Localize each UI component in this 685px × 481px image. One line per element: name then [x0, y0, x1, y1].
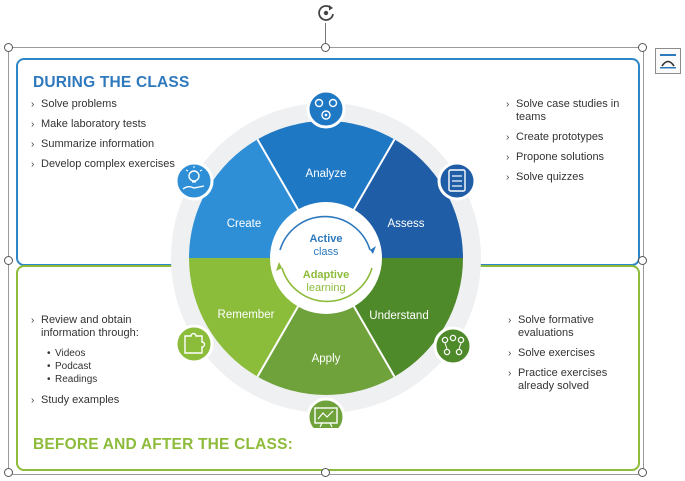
list-item: ›Solve exercises	[508, 347, 596, 359]
list-item: ›Make laboratory tests	[31, 118, 147, 130]
list-item: ›Summarize information	[31, 138, 155, 150]
during-class-title: DURING THE CLASS	[33, 74, 190, 91]
before-left-list-2: ›Study examples	[31, 394, 181, 407]
list-item: ›Develop complex exercises	[31, 158, 175, 170]
network-people-icon	[433, 326, 473, 366]
resize-handle-top[interactable]	[321, 43, 330, 52]
before-left-list: ›Review and obtain information through:	[31, 314, 181, 340]
list-item: ›Solve case studies in teams	[506, 98, 620, 123]
whiteboard-icon	[306, 397, 346, 428]
resize-handle-bottom-left[interactable]	[4, 468, 13, 477]
list-item: ›Study examples	[31, 394, 120, 406]
resize-handle-top-right[interactable]	[638, 43, 647, 52]
arrow-green	[281, 267, 373, 303]
before-sub-list: •Videos •Podcast •Readings	[47, 347, 181, 386]
label-apply: Apply	[312, 353, 341, 365]
center-active: Active	[309, 233, 342, 245]
center-adaptive: Adaptive	[303, 269, 349, 281]
before-right-list: ›Solve formative evaluations ›Solve exer…	[508, 314, 626, 400]
resize-handle-left[interactable]	[4, 256, 13, 265]
label-remember: Remember	[218, 309, 275, 321]
wedge-analyze	[257, 121, 395, 258]
list-item: ›Propone solutions	[506, 151, 605, 163]
resize-handle-top-left[interactable]	[4, 43, 13, 52]
team-gear-icon	[306, 89, 346, 129]
resize-handle-bottom-right[interactable]	[638, 468, 647, 477]
list-item: ›Review and obtain information through:	[31, 314, 139, 339]
resize-handle-right[interactable]	[638, 256, 647, 265]
before-left-block: ›Review and obtain information through: …	[31, 314, 181, 414]
rotate-handle-icon[interactable]	[316, 3, 336, 23]
sub-list-item: •Readings	[47, 374, 98, 385]
learning-wheel: Active class Adaptive learning Analyze A…	[171, 89, 481, 428]
label-understand: Understand	[369, 310, 428, 322]
puzzle-icon	[174, 324, 214, 364]
rotate-handle-line	[325, 23, 326, 47]
during-right-list: ›Solve case studies in teams ›Create pro…	[506, 98, 624, 191]
wedge-apply	[257, 258, 395, 395]
wheel-center	[270, 202, 382, 314]
lightbulb-hand-icon	[174, 161, 214, 201]
layout-options-icon	[660, 54, 676, 69]
sub-list-item: •Videos	[47, 348, 86, 359]
label-analyze: Analyze	[306, 168, 347, 180]
list-item: ›Solve formative evaluations	[508, 314, 594, 339]
list-item: ›Solve quizzes	[506, 171, 584, 183]
resize-handle-bottom[interactable]	[321, 468, 330, 477]
list-item: ›Solve problems	[31, 98, 117, 110]
label-assess: Assess	[387, 218, 424, 230]
arrow-blue	[279, 215, 371, 251]
sub-list-item: •Podcast	[47, 361, 92, 372]
list-item: ›Practice exercises already solved	[508, 367, 608, 392]
center-learning: learning	[306, 282, 345, 294]
checklist-icon	[437, 161, 477, 201]
label-create: Create	[227, 218, 262, 230]
center-class: class	[313, 246, 339, 258]
layout-options-button[interactable]	[655, 48, 681, 74]
during-left-list: ›Solve problems ›Make laboratory tests ›…	[31, 98, 196, 178]
before-after-title: BEFORE AND AFTER THE CLASS:	[33, 436, 293, 453]
list-item: ›Create prototypes	[506, 131, 604, 143]
